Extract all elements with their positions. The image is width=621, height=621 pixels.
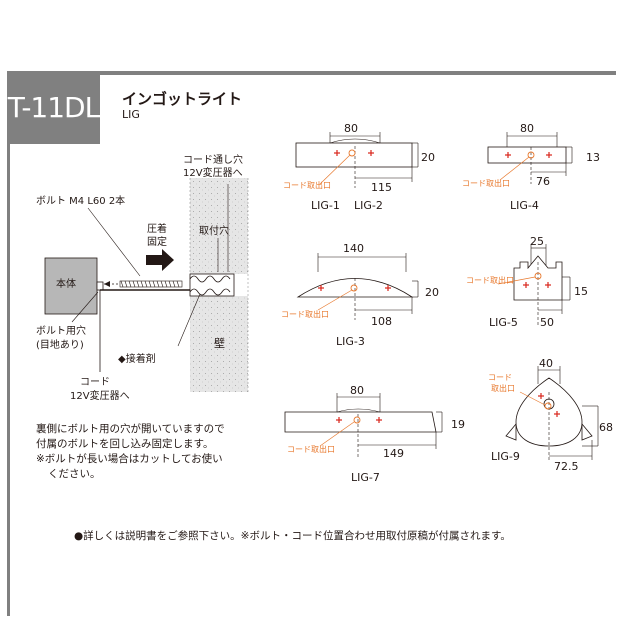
lig5-name: LIG-5: [489, 316, 518, 329]
press-arrow: [146, 249, 174, 271]
product-code: T-11DL: [7, 71, 100, 144]
lig7-name: LIG-7: [351, 471, 380, 484]
lig3-dim-height: 20: [425, 286, 439, 299]
label-adhesive: ◆接着剤: [118, 352, 156, 365]
left-rule: [7, 71, 10, 616]
lig4-name: LIG-4: [510, 199, 539, 212]
lig4-cord-outlet: コード取出口: [462, 178, 510, 188]
lig12-dim-top: 80: [344, 122, 358, 135]
label-mount-hole: 取付穴: [199, 224, 229, 237]
lig5-dim-bottom: 50: [540, 316, 554, 329]
install-diagram: コード通し穴 12V変圧器へ ボルト M4 L60 2本 圧着 固定 取付穴 本…: [36, 153, 249, 402]
lig3-cord-outlet: コード取出口: [281, 309, 329, 319]
label-bolt-hole: ボルト用穴: [36, 324, 86, 337]
lig5-dim-top: 25: [530, 235, 544, 248]
label-wall: 壁: [214, 336, 225, 350]
label-fix: 固定: [147, 235, 167, 248]
note-line-4: ください。: [48, 468, 101, 480]
label-press: 圧着: [147, 222, 167, 235]
wall-upper: [190, 178, 248, 274]
lig3-dim-bottom: 108: [371, 315, 392, 328]
lig7-cord-outlet: コード取出口: [287, 444, 335, 454]
lig9-name: LIG-9: [491, 450, 520, 463]
lig12-name-2: LIG-2: [354, 199, 383, 212]
model-lig-4: 80 13 76 コード取出口 LIG-4: [462, 122, 600, 212]
label-cord-hole-sub: 12V変圧器へ: [183, 166, 243, 179]
lig3-shape: [296, 278, 414, 298]
model-lig-1-2: 80 20 115 コード取出口 LIG-1 LIG-2: [283, 122, 435, 212]
lig4-dim-top: 80: [520, 122, 534, 135]
lig9-dim-height: 68: [599, 421, 613, 434]
lig12-name-1: LIG-1: [311, 199, 340, 212]
model-lig-3: 140 20 108 コード取出口 LIG-3: [281, 242, 439, 348]
footer-note: ●詳しくは説明書をご参照下さい。※ボルト・コード位置合わせ用取付原稿が付属されま…: [74, 530, 511, 542]
lig4-dim-height: 13: [586, 151, 600, 164]
lig7-shape: [284, 411, 437, 433]
lig9-dim-top: 40: [539, 357, 553, 370]
lig7-dim-bottom: 149: [383, 447, 404, 460]
note-line-2: 付属のボルトを回し込み固定します。: [36, 438, 214, 450]
label-bolt: ボルト M4 L60 2本: [36, 194, 125, 207]
lig3-name: LIG-3: [336, 335, 365, 348]
lig4-shape: [487, 146, 567, 164]
model-lig-9: 40 68 72.5 コード 取出口 LIG-9: [488, 357, 613, 473]
lig9-cord-outlet-1: コード: [488, 373, 512, 382]
wall-lower: [190, 296, 248, 392]
model-lig-5: 25 15 50 コード取出口 LIG-5: [466, 235, 588, 329]
model-lig-7: 80 19 149 コード取出口 LIG-7: [284, 384, 465, 484]
light-body: [44, 257, 98, 315]
lig12-dim-bottom: 115: [371, 181, 392, 194]
label-cord: コード: [80, 377, 110, 388]
header-rule: [100, 71, 616, 75]
product-subtitle: LIG: [122, 108, 140, 121]
label-cord-sub: 12V変圧器へ: [70, 389, 130, 402]
lig7-dim-top: 80: [350, 384, 364, 397]
label-bolt-hole-sub: (目地あり): [36, 338, 84, 351]
lig4-dim-bottom: 76: [536, 175, 550, 188]
note-line-3: ※ボルトが長い場合はカットしてお使い: [36, 453, 223, 465]
note-line-1: 裏側にボルト用の穴が開いていますので: [36, 423, 225, 435]
lig5-cord-outlet: コード取出口: [466, 275, 514, 285]
lig9-cord-outlet-2: 取出口: [491, 383, 515, 393]
lig12-dim-height: 20: [421, 151, 435, 164]
label-cord-hole: コード通し穴: [183, 153, 243, 166]
label-body: 本体: [56, 277, 76, 290]
lig7-dim-height: 19: [451, 418, 465, 431]
lig5-dim-height: 15: [574, 285, 588, 298]
lig12-cord-outlet: コード取出口: [283, 180, 331, 190]
install-note: 裏側にボルト用の穴が開いていますので 付属のボルトを回し込み固定します。 ※ボル…: [36, 422, 225, 482]
lig3-dim-top: 140: [343, 242, 364, 255]
product-title: インゴットライト: [122, 90, 243, 108]
lig9-dim-bottom: 72.5: [554, 460, 579, 473]
